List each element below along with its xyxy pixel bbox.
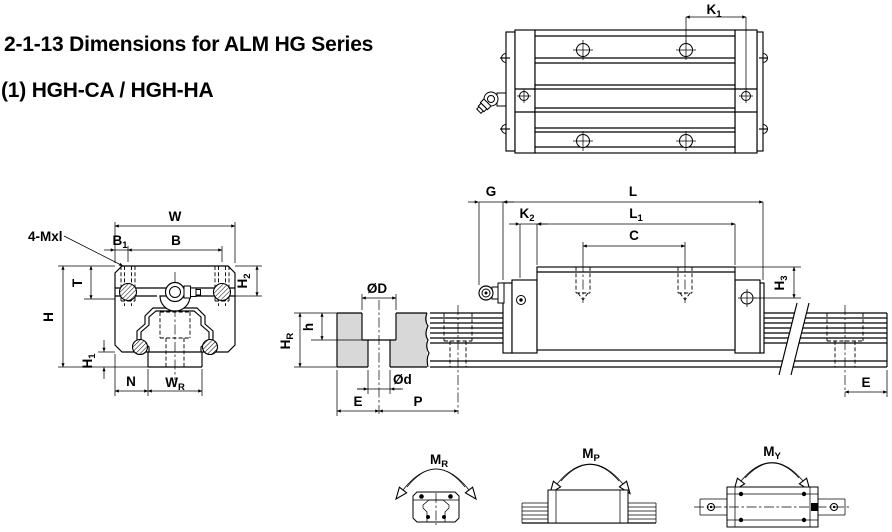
dim-t: T xyxy=(70,265,115,300)
dim-h3: H3 xyxy=(735,266,801,299)
dim-label-l1: L1 xyxy=(629,206,643,224)
hatched-screw-icon xyxy=(118,282,138,302)
hatched-screw-icon xyxy=(201,338,219,356)
dim-label-c: C xyxy=(629,228,639,243)
dim-label-e-rail: E xyxy=(861,375,870,390)
block-body xyxy=(534,29,736,154)
dim-label-k1: K1 xyxy=(706,2,722,20)
dim-od-counterbore: ØD xyxy=(361,281,397,310)
crosshair-hole-icon xyxy=(573,131,593,151)
dim-od-bolt: Ød xyxy=(357,370,412,394)
dim-hr: HR xyxy=(278,312,337,368)
rail-section: ØD h HR Ød E P xyxy=(278,281,459,416)
cap-hole-icon xyxy=(519,298,523,302)
block-top-mini-icon xyxy=(694,486,851,528)
tapped-hole-dashed xyxy=(575,262,693,303)
break-mark xyxy=(778,302,798,376)
page-subtitle: (1) HGH-CA / HGH-HA xyxy=(1,79,213,102)
dim-label-b: B xyxy=(171,233,181,248)
dim-label-od: ØD xyxy=(367,281,388,296)
dim-label-l: L xyxy=(629,184,637,199)
dim-label-h-depth: h xyxy=(301,323,316,331)
side-view: G L K2 L1 C H3 E xyxy=(430,184,888,414)
dim-label-w: W xyxy=(169,209,182,224)
grease-nipple-icon xyxy=(159,281,201,312)
dim-h-depth: h xyxy=(301,312,362,341)
hatched-screw-icon xyxy=(131,338,149,356)
top-view: K1 xyxy=(476,2,768,154)
hatched-screw-icon xyxy=(212,282,232,302)
dim-label-mxl: 4-Mxl xyxy=(28,229,63,244)
dim-h1: H1 xyxy=(80,340,115,379)
dim-label-k2: K2 xyxy=(519,206,534,224)
rail-side xyxy=(430,302,888,376)
curved-double-arrow-icon xyxy=(395,468,477,501)
end-seal xyxy=(756,31,764,152)
dim-label-h3: H3 xyxy=(772,275,790,290)
rail-hole-dashed xyxy=(443,305,473,414)
dim-label-b1: B1 xyxy=(112,233,128,251)
dim-h: H xyxy=(41,265,148,368)
dim-label-h: H xyxy=(41,312,56,322)
moment-my: MY xyxy=(694,444,851,528)
dim-label-p: P xyxy=(413,394,422,409)
dim-label-t: T xyxy=(70,278,85,287)
dim-g-l: G L xyxy=(468,184,764,285)
dim-label-h2: H2 xyxy=(235,273,253,288)
dim-label-h1: H1 xyxy=(80,353,98,369)
dim-label-n: N xyxy=(126,374,136,389)
dim-h2: H2 xyxy=(235,265,262,297)
front-view: W B1 B 4-Mxl T H xyxy=(28,209,262,396)
dim-k2-l1: K2 L1 xyxy=(509,206,736,278)
dim-n-wr: N WR xyxy=(114,354,203,396)
dim-label-hr: HR xyxy=(278,333,296,350)
moment-label-my: MY xyxy=(763,444,781,462)
break-edge xyxy=(425,312,430,368)
crosshair-hole-icon xyxy=(676,40,696,60)
crosshair-hole-icon xyxy=(739,89,753,103)
page-title: 2-1-13 Dimensions for ALM HG Series xyxy=(4,33,373,56)
end-seal xyxy=(505,31,516,152)
dim-b1-b: B1 B xyxy=(104,233,223,262)
moment-diagrams: MR MP xyxy=(395,444,851,528)
rail-hole-dashed xyxy=(826,305,864,397)
grease-nipple-icon xyxy=(476,91,507,114)
dim-label-wr: WR xyxy=(165,375,185,393)
dim-c: C xyxy=(582,228,686,262)
curved-double-arrow-icon xyxy=(549,463,631,495)
crosshair-hole-icon xyxy=(676,131,696,151)
end-cap xyxy=(511,279,538,354)
crosshair-hole-icon xyxy=(738,289,756,307)
moment-mp: MP xyxy=(521,446,657,524)
moment-mr: MR xyxy=(395,452,477,525)
break-mark xyxy=(790,302,810,376)
block-body xyxy=(536,266,736,351)
moment-label-mr: MR xyxy=(430,452,448,470)
moment-label-mp: MP xyxy=(582,446,600,464)
dim-label-g: G xyxy=(486,184,497,199)
dim-e-rail: E xyxy=(844,370,888,397)
callout-mxl: 4-Mxl xyxy=(28,229,124,267)
dim-k1: K1 xyxy=(685,2,747,90)
block-side-mini-icon xyxy=(521,489,657,524)
crosshair-hole-icon xyxy=(573,40,593,60)
dim-w: W xyxy=(114,209,236,263)
crosshair-hole-icon xyxy=(517,89,531,103)
curved-double-arrow-icon xyxy=(733,462,811,492)
end-cap xyxy=(734,279,761,354)
grease-nipple-icon xyxy=(478,282,505,304)
block-front-mini-icon xyxy=(412,491,460,525)
dim-label-od-bolt: Ød xyxy=(393,372,412,387)
dim-e-p: E P xyxy=(336,370,459,416)
dim-label-e: E xyxy=(353,394,362,409)
end-seal xyxy=(759,282,765,354)
